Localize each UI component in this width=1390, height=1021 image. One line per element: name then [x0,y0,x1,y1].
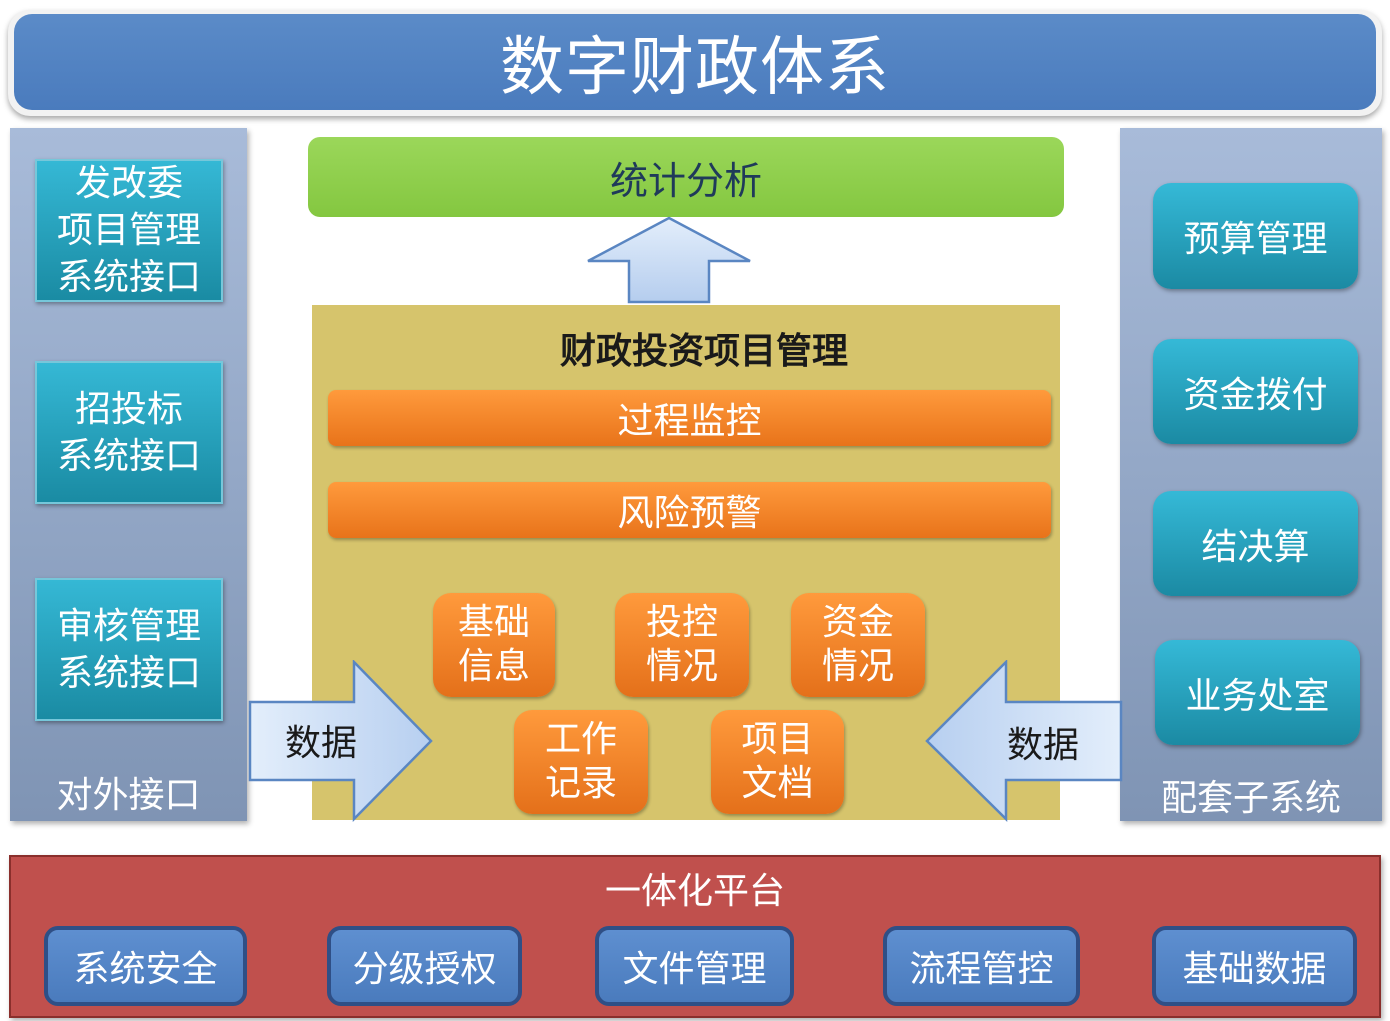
tile-line: 文档 [741,763,814,804]
tile-line: 工作 [544,719,617,760]
up-arrow-icon [587,216,751,304]
left-arrow-icon [925,660,1123,822]
box-line: 系统接口 [56,257,201,298]
box-line: 系统接口 [56,652,201,694]
tile-line: 信息 [457,646,530,687]
box-line: 招投标 [74,388,183,430]
box-line: 发改委 [74,163,183,204]
business-office-box: 业务处室 [1155,640,1360,745]
box-line: 审核管理 [56,605,201,647]
box-line: 项目管理 [56,210,201,251]
process-control-box: 流程管控 [883,926,1080,1006]
tile-line: 项目 [741,719,814,760]
work-record-tile: 工作 记录 [514,710,648,814]
right-arrow-icon [248,660,433,822]
tile-line: 基础 [457,602,530,643]
fund-status-tile: 资金 情况 [791,593,925,697]
budget-management-box: 预算管理 [1153,183,1358,289]
bidding-interface-box: 招投标 系统接口 [35,361,223,504]
box-line: 系统接口 [56,435,201,477]
process-monitoring-bar: 过程监控 [328,390,1051,446]
basic-info-tile: 基础 信息 [433,593,555,697]
risk-warning-bar: 风险预警 [328,482,1051,538]
basic-data-box: 基础数据 [1152,926,1357,1006]
tile-line: 资金 [821,602,894,643]
integrated-platform-title: 一体化平台 [604,871,785,912]
page-title: 数字财政体系 [14,14,1376,110]
final-accounts-box: 结决算 [1153,491,1358,596]
ndrc-project-interface-box: 发改委 项目管理 系统接口 [35,159,223,302]
fund-allocation-box: 资金拨付 [1153,339,1358,444]
project-documents-tile: 项目 文档 [711,710,844,814]
audit-interface-box: 审核管理 系统接口 [35,578,223,721]
file-management-box: 文件管理 [595,926,794,1006]
project-management-title: 财政投资项目管理 [559,331,848,372]
subsystems-label: 配套子系统 [1160,778,1341,819]
statistical-analysis-bar: 统计分析 [308,137,1064,217]
right-data-label: 数据 [1006,725,1079,766]
investment-control-tile: 投控 情况 [615,593,749,697]
tiered-authorization-box: 分级授权 [327,926,522,1006]
tile-line: 情况 [645,646,718,687]
system-security-box: 系统安全 [44,926,247,1006]
tile-line: 投控 [645,602,718,643]
external-interfaces-label: 对外接口 [56,775,201,816]
tile-line: 情况 [821,646,894,687]
left-data-label: 数据 [284,723,357,764]
tile-line: 记录 [544,763,617,804]
